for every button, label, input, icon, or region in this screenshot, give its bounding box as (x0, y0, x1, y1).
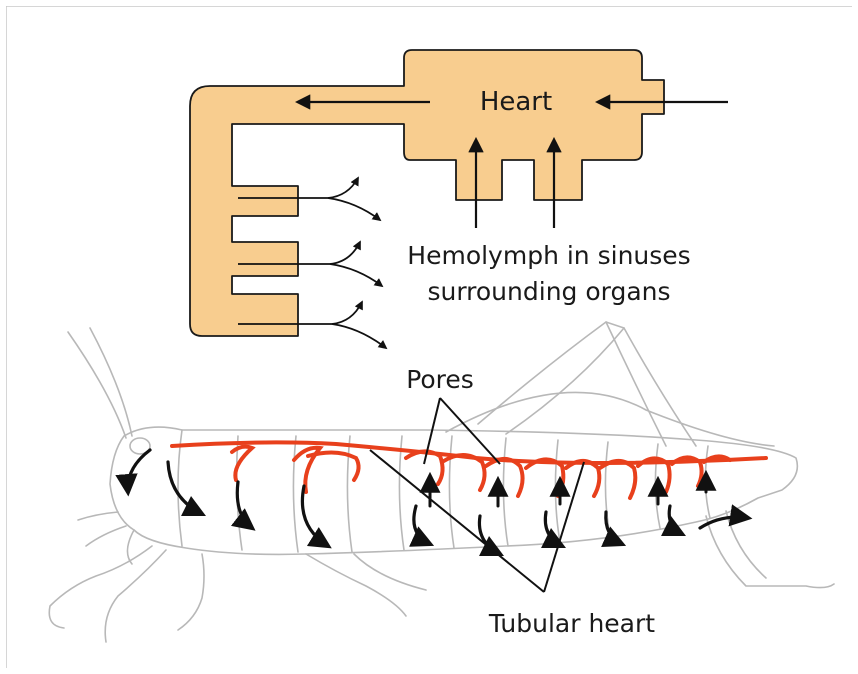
circulatory-diagram: Heart Hemolymph in sinuses surrounding o… (6, 6, 852, 668)
tubular-heart-pointer-lines (370, 450, 584, 592)
heart-label: Heart (480, 87, 552, 117)
tubular-heart-vessel (172, 442, 766, 498)
diagram-frame: Heart Hemolymph in sinuses surrounding o… (6, 6, 852, 668)
pore-inflow-arrows (430, 474, 706, 506)
tubular-heart-label: Tubular heart (488, 609, 655, 638)
hemolymph-label-line2: surrounding organs (427, 277, 670, 306)
hemolymph-label-line1: Hemolymph in sinuses (407, 241, 690, 270)
body-flow-arrows (128, 450, 748, 554)
pores-label: Pores (406, 365, 474, 394)
